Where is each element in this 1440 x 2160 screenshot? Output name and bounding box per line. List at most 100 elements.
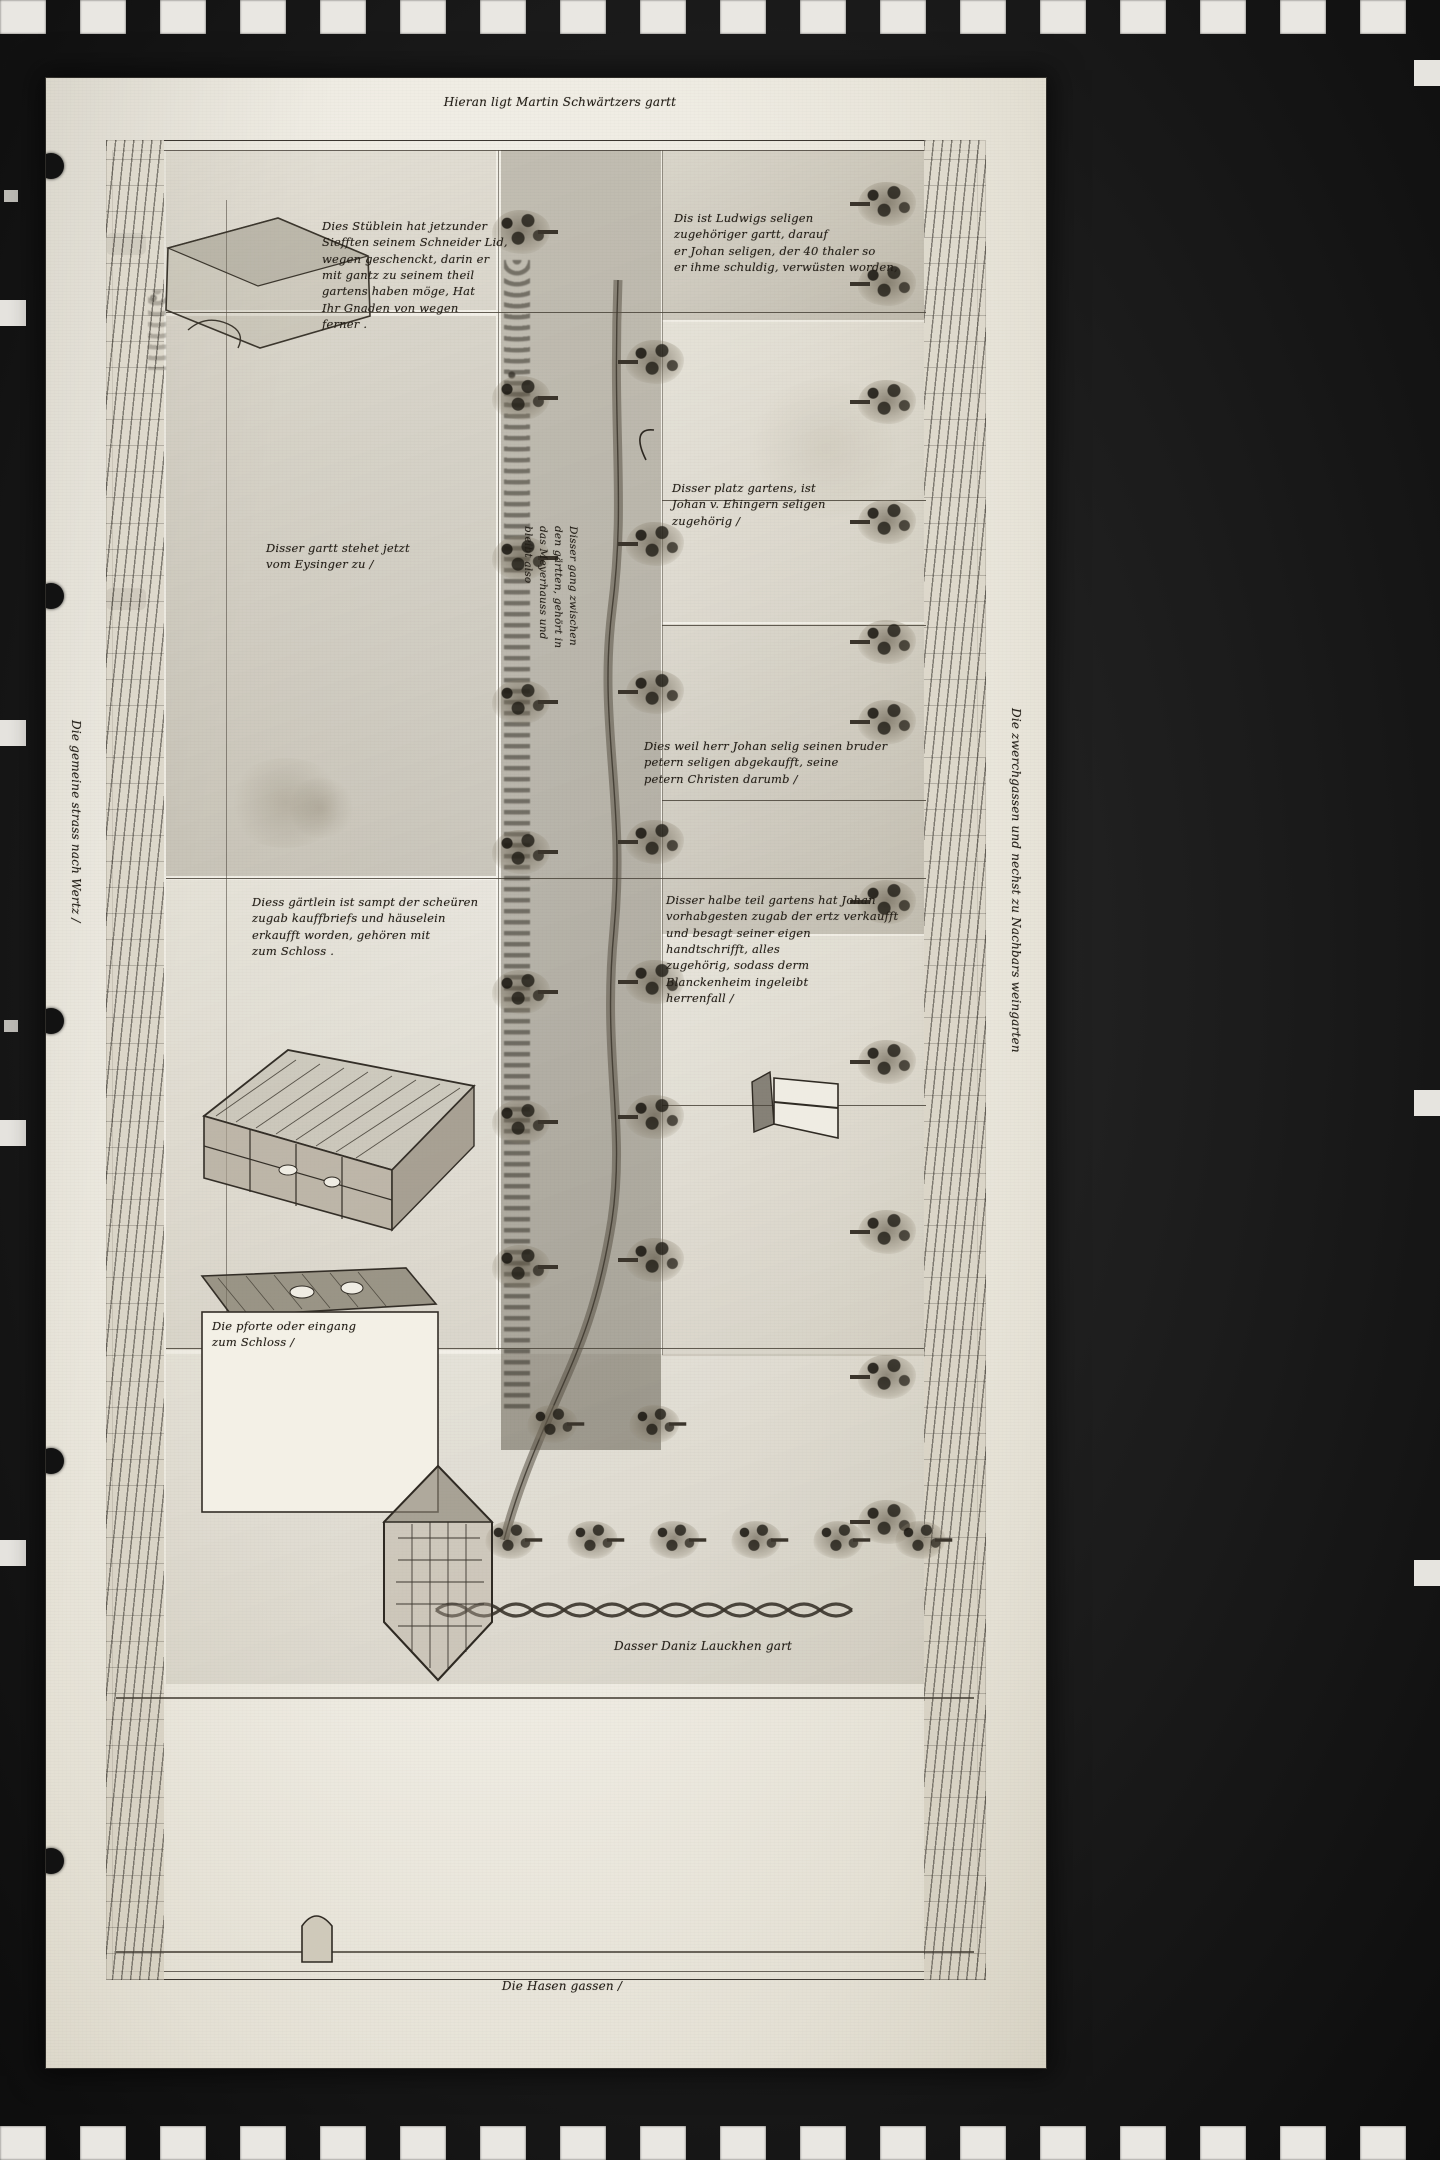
sprocket-hole [0,0,46,34]
sprocket-hole [240,0,286,34]
punch-hole [46,1448,64,1474]
tree [850,1040,920,1094]
tree-trunk [525,1538,543,1542]
edge-tick [1414,1560,1440,1586]
tree [618,960,688,1014]
tree-trunk [850,1375,870,1379]
sprocket-hole [160,2126,206,2160]
tower-lattice [396,1522,484,1668]
tree [731,1521,789,1559]
parcel-divider [498,150,500,1350]
tree [618,340,688,394]
sprocket-hole [400,0,446,34]
parcel-divider [166,312,926,314]
film-sprockets-bottom [0,2126,1440,2160]
tree [567,1521,625,1559]
tree-trunk [850,1060,870,1064]
barn-roof-hatching [215,1059,461,1159]
tree [618,670,688,724]
annotation-left-scheuer: Diess gärtlein ist sampt der scheüren zu… [252,895,479,958]
parcel-plot [662,322,924,622]
tree [527,1405,585,1443]
sprocket-hole [1360,0,1406,34]
edge-tick [4,190,18,202]
sprocket-hole [640,2126,686,2160]
garden-path-svg [116,279,974,1953]
caption-left-street: Die gemeine strass nach Wertz / [69,720,83,923]
barn-timber-frame [203,1130,393,1219]
tree-trunk [618,690,638,694]
sprocket-hole [1200,0,1246,34]
small-structure-face [773,1077,839,1139]
winding-path-outline [503,279,620,1541]
sprocket-hole [160,0,206,34]
building-upper-left-shed [165,217,371,349]
barn-opening [278,1164,298,1176]
tree [485,1521,543,1559]
edge-tick [0,720,26,746]
caption-top: Hieran ligt Martin Schwärtzers gartt [443,95,677,109]
annotation-upper-right-ludwig: Dis ist Ludwigs seligen zugehöriger gart… [674,211,898,274]
tree-trunk [567,1422,585,1426]
tree [850,620,920,674]
street-hatching [106,140,164,1980]
parcel-divider [662,150,664,1355]
small-structure-band [773,1101,839,1109]
tree [850,1210,920,1264]
tree-trunk [618,980,638,984]
boundary-stone-marker [301,1915,333,1963]
tree [895,1521,953,1559]
tree [492,210,558,264]
annotation-upper-left-house: Dies Stüblein hat jetzunder Siefften sei… [322,219,508,331]
tree-trunk [538,556,558,560]
parcel-divider [662,800,926,802]
tree-trunk [850,1230,870,1234]
sprocket-hole [1280,0,1326,34]
sprocket-hole [1200,2126,1246,2160]
punch-hole [46,1008,64,1034]
marker-shape [301,1915,333,1963]
tree-trunk [538,230,558,234]
parcel-divider [226,200,228,1350]
tree-trunk [538,700,558,704]
barn-opening [323,1176,341,1188]
parcel-plot [166,316,496,876]
tree [649,1521,707,1559]
parcel-plot [166,150,496,310]
sprocket-hole [720,0,766,34]
tree-trunk [689,1538,707,1542]
edge-tick [1414,1090,1440,1116]
edge-tick [0,1540,26,1566]
sprocket-hole [560,2126,606,2160]
tree-trunk [618,542,638,546]
tree-trunk [618,1258,638,1262]
edge-tick [4,1020,18,1032]
caption-bottom-street: Die Hasen gassen / [501,1979,623,1993]
tree [618,820,688,874]
tree [850,182,920,236]
gatehouse-roof [200,1267,438,1317]
manuscript-sheet: Hieran ligt Martin Schwärtzers gartt Die… [46,78,1046,2068]
tree [618,1238,688,1292]
parcel-divider [166,1348,924,1350]
tree [850,262,920,316]
tree-trunk [850,640,870,644]
path-bracket-mark [639,429,655,461]
annotation-right-johan-selig: Dies weil herr Johan selig seinen bruder… [644,739,888,786]
tree [492,536,558,590]
barn-gable [391,1084,475,1232]
sprocket-hole [80,0,126,34]
film-edge-right [1414,0,1440,2160]
film-sprockets-top [0,0,1440,34]
annotation-gate-left: Die pforte oder eingang zum Schloss / [212,1319,357,1350]
small-structure-side [751,1070,775,1134]
tree-trunk [850,900,870,904]
tree-trunk [538,990,558,994]
tree-trunk [669,1422,687,1426]
sprocket-hole [640,0,686,34]
tree-trunk [538,396,558,400]
tower-base [383,1621,493,1682]
street-hatching [924,140,986,1980]
punch-hole [46,153,64,179]
parcel-plot [662,936,924,1356]
